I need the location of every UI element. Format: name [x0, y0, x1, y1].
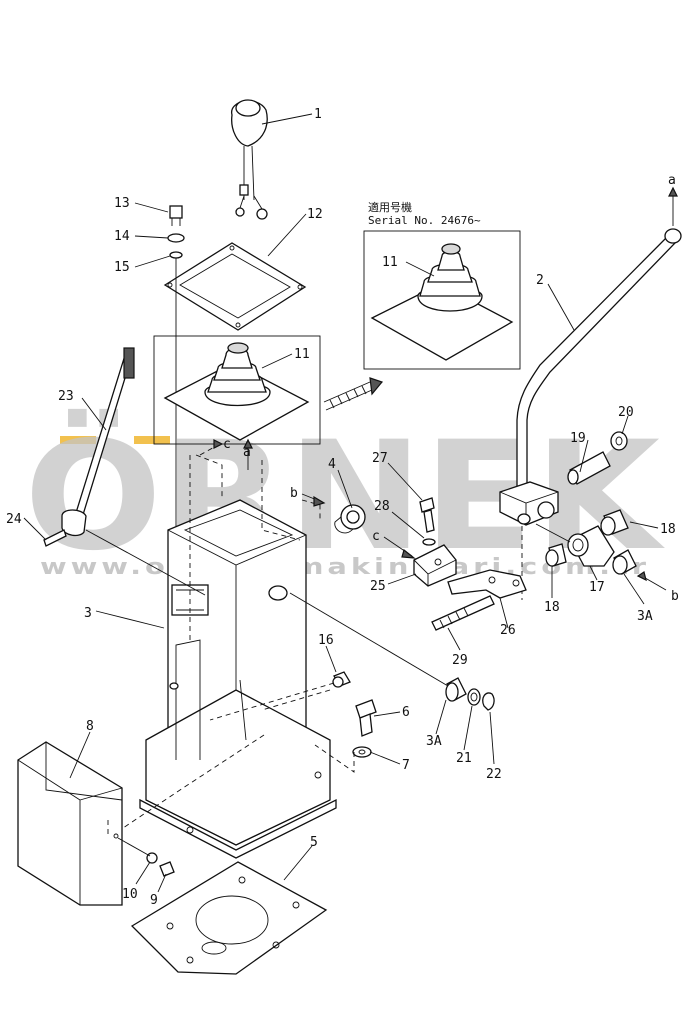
- part-10-washer: [146, 852, 158, 864]
- ref-a-top-label: a: [668, 173, 676, 188]
- callout-26: 26: [500, 623, 516, 638]
- callout-3a-left: 3A: [426, 734, 442, 749]
- part-5-gasket: [130, 861, 328, 975]
- ref-a-bottom-label: a: [243, 445, 251, 460]
- ref-c-left: c: [199, 437, 231, 456]
- callout-15: 15: [114, 260, 130, 275]
- serial-note-japanese: 適用号機: [368, 200, 412, 214]
- part-14-washer: [167, 233, 185, 243]
- callout-14: 14: [114, 229, 130, 244]
- part-16-plug: [332, 671, 351, 688]
- callout-29: 29: [452, 653, 468, 668]
- callout-18-top: 18: [660, 522, 676, 537]
- part-24-pin: [43, 529, 67, 547]
- serial-note-number: Serial No. 24676~: [368, 214, 481, 227]
- callout-17: 17: [589, 580, 605, 595]
- ref-b-left: b: [290, 486, 326, 507]
- callout-5: 5: [310, 835, 318, 850]
- part-3a-bushing-right: [612, 549, 637, 575]
- part-4-bushing: [334, 504, 366, 534]
- part-12-cover-plate: [163, 242, 307, 331]
- callout-2: 2: [536, 273, 544, 288]
- part-11-boot-frame: [153, 335, 321, 445]
- part-25-clamp: [413, 544, 457, 587]
- part-8-cover: [17, 741, 123, 906]
- part-3-housing: [139, 499, 337, 859]
- ref-a-top: a: [668, 173, 678, 226]
- callout-4: 4: [328, 457, 336, 472]
- callout-11-main: 11: [294, 347, 310, 362]
- callout-27: 27: [372, 451, 388, 466]
- callout-3: 3: [84, 606, 92, 621]
- inset-arrow: [323, 377, 384, 411]
- callout-18-bottom: 18: [544, 600, 560, 615]
- part-6-bolt: [355, 699, 377, 737]
- callout-leaders: [23, 113, 659, 893]
- callout-numbers: 1 12 13 14 15 11 11 2 23 24 4 27 28 25 1…: [6, 107, 676, 908]
- ref-b-right-label: b: [671, 589, 679, 604]
- callout-1: 1: [314, 107, 322, 122]
- part-22-snap-ring: [482, 692, 495, 711]
- ref-c-right-label: c: [372, 529, 380, 544]
- part-23-lever-rod: [61, 347, 135, 537]
- watermark-accent-bar: [60, 436, 96, 444]
- part-15-washer: [169, 251, 183, 259]
- callout-20: 20: [618, 405, 634, 420]
- ref-c-left-label: c: [223, 437, 231, 452]
- watermark-accent-bar: [134, 436, 170, 444]
- part-21-washer: [467, 688, 481, 706]
- watermark: ÖRNEK www.ornekismakinalari.com.tr: [24, 408, 665, 584]
- callout-16: 16: [318, 633, 334, 648]
- callout-7: 7: [402, 758, 410, 773]
- part-2-shift-rod: [499, 228, 682, 526]
- part-13-bolt: [169, 205, 183, 226]
- ref-c-right: c: [372, 529, 416, 559]
- ref-b-right: b: [636, 571, 679, 604]
- part-18-bushing-bottom: [545, 543, 567, 567]
- callout-3a-right: 3A: [637, 609, 653, 624]
- part-20-ring: [610, 431, 628, 451]
- callout-9: 9: [150, 893, 158, 908]
- part-28-washer: [422, 538, 436, 546]
- callout-25: 25: [370, 579, 386, 594]
- callout-21: 21: [456, 751, 472, 766]
- part-27-bolt: [419, 497, 435, 533]
- serial-inset: 適用号機 Serial No. 24676~: [363, 200, 521, 370]
- part-9-bolt: [159, 861, 175, 877]
- callout-12: 12: [307, 207, 323, 222]
- callout-6: 6: [402, 705, 410, 720]
- callout-24: 24: [6, 512, 22, 527]
- callout-13: 13: [114, 196, 130, 211]
- ref-b-left-label: b: [290, 486, 298, 501]
- callout-8: 8: [86, 719, 94, 734]
- part-17-joint: [567, 525, 615, 567]
- part-3a-bushing-left: [445, 677, 467, 702]
- part-7-washer: [352, 746, 372, 758]
- callout-22: 22: [486, 767, 502, 782]
- part-29-spring-bolt: [431, 595, 495, 631]
- part-1-lever-knob: [231, 99, 268, 220]
- part-19-pin: [567, 451, 611, 485]
- callout-28: 28: [374, 499, 390, 514]
- callout-11-inset: 11: [382, 255, 398, 270]
- part-18-bushing-top: [600, 509, 629, 536]
- part-26-link-plate: [447, 569, 527, 599]
- callout-19: 19: [570, 431, 586, 446]
- ref-a-bottom: a: [243, 438, 253, 470]
- callout-23: 23: [58, 389, 74, 404]
- callout-10: 10: [122, 887, 138, 902]
